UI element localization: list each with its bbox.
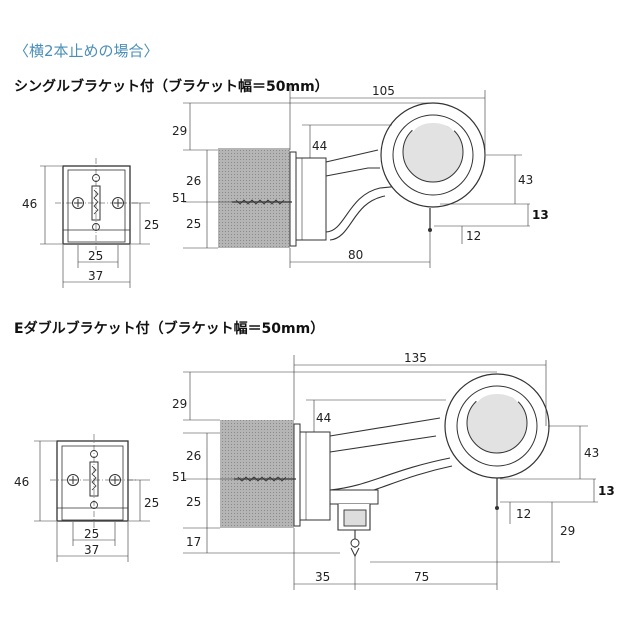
s2-front-37: 37 [84,543,99,557]
s2-side-35: 35 [315,570,330,584]
s1-side-105: 105 [372,84,395,98]
pipe [402,121,464,183]
section2-side-view: 135 29 44 26 51 25 17 43 13 12 29 35 [172,351,615,590]
section2-front-view: 46 25 25 37 [14,434,159,562]
s1-side-29: 29 [172,124,187,138]
wall [218,148,290,248]
s1-side-51: 51 [172,191,187,205]
screw-hole-left [72,197,84,209]
pipe [466,392,528,454]
s2-front-25r: 25 [144,496,159,510]
s1-front-37: 37 [88,269,103,283]
s2-side-25: 25 [186,495,201,509]
s1-side-80: 80 [348,248,363,262]
s2-side-26: 26 [186,449,201,463]
s2-side-75: 75 [414,570,429,584]
s2-side-17: 17 [186,535,201,549]
s2-side-29: 29 [172,397,187,411]
s2-side-43: 43 [584,446,599,460]
s2-side-44: 44 [316,411,331,425]
wall [220,420,294,528]
s1-side-25: 25 [186,217,201,231]
s2-side-13: 13 [598,484,615,498]
s2-side-51: 51 [172,470,187,484]
s2-front-46: 46 [14,475,29,489]
s1-front-25b: 25 [88,249,103,263]
s1-front-25r: 25 [144,218,159,232]
s1-side-43: 43 [518,173,533,187]
s1-side-44: 44 [312,139,327,153]
section1-title: シングルブラケット付（ブラケット幅＝50mm） [14,79,329,95]
s1-side-12: 12 [466,229,481,243]
s2-side-12: 12 [516,507,531,521]
s1-side-26: 26 [186,174,201,188]
section1-front-view: 46 25 25 37 [22,158,159,288]
section1-side-view: 105 29 44 26 51 25 43 13 12 80 [172,84,549,268]
s2-side-29b: 29 [560,524,575,538]
s2-side-135: 135 [404,351,427,365]
s1-side-13: 13 [532,208,549,222]
page-heading: 〈横2本止めの場合〉 [14,42,159,60]
s1-front-46: 46 [22,197,37,211]
s2-front-25b: 25 [84,527,99,541]
section2-title: Eダブルブラケット付（ブラケット幅＝50mm） [14,321,325,337]
